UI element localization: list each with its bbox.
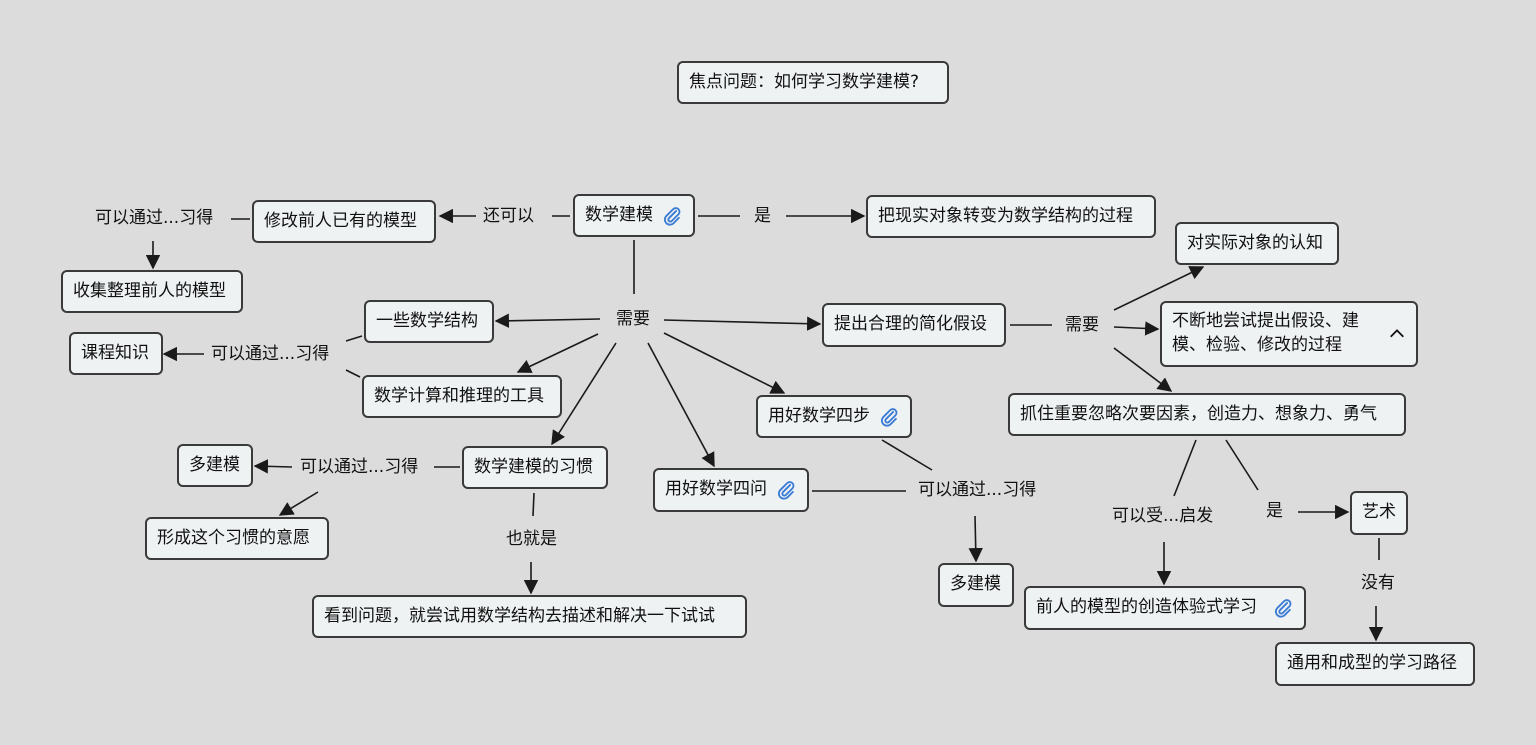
link-needs-calc: [516, 333, 599, 373]
link-habit-thatis: [532, 492, 535, 517]
link-structures-via2: [345, 335, 363, 342]
node-willingness[interactable]: 形成这个习惯的意愿: [145, 517, 329, 560]
node-key-factors[interactable]: 抓住重要忽略次要因素，创造力、想象力、勇气: [1008, 393, 1406, 436]
link-needs2-cognition: [1113, 266, 1205, 311]
label-inspired-by: 可以受...启发: [1112, 506, 1214, 526]
focus-question[interactable]: 焦点问题：如何学习数学建模?: [677, 61, 949, 104]
node-definition-text: 把现实对象转变为数学结构的过程: [878, 205, 1133, 226]
node-more-modeling-1[interactable]: 多建模: [177, 444, 253, 487]
node-collect-models[interactable]: 收集整理前人的模型: [61, 270, 243, 313]
node-no-path[interactable]: 通用和成型的学习路径: [1275, 642, 1475, 686]
node-trying-text: 不断地尝试提出假设、建模、检验、修改的过程: [1172, 311, 1359, 355]
node-assumptions[interactable]: 提出合理的简化假设: [822, 303, 1006, 347]
node-modify-models-text: 修改前人已有的模型: [264, 210, 417, 231]
node-see-problem-text: 看到问题，就尝试用数学结构去描述和解决一下试试: [324, 605, 715, 626]
node-root[interactable]: 数学建模: [573, 194, 695, 237]
chevron-up-icon[interactable]: [1388, 325, 1406, 343]
node-willingness-text: 形成这个习惯的意愿: [157, 527, 310, 548]
node-four-steps[interactable]: 用好数学四步: [756, 395, 912, 438]
node-collect-models-text: 收集整理前人的模型: [73, 280, 226, 301]
link-keyfactors-is2: [1225, 439, 1259, 491]
label-via-2: 可以通过...习得: [211, 344, 330, 364]
link-needs-assumptions: [663, 316, 822, 331]
node-no-path-text: 通用和成型的学习路径: [1287, 653, 1457, 674]
node-creative-learning[interactable]: 前人的模型的创造体验式学习: [1024, 586, 1306, 630]
node-modify-models[interactable]: 修改前人已有的模型: [252, 200, 436, 243]
link-calc-via2: [345, 369, 361, 378]
link-keyfactors-inspired: [1173, 439, 1197, 497]
attachment-icon[interactable]: [775, 479, 797, 501]
link-fours-via4: [881, 439, 933, 471]
attachment-icon[interactable]: [661, 205, 683, 227]
node-course-knowledge[interactable]: 课程知识: [69, 332, 163, 375]
link-via3-more1: [253, 459, 293, 474]
attachment-icon[interactable]: [878, 406, 900, 428]
node-assumptions-text: 提出合理的简化假设: [834, 314, 987, 335]
link-via4-more2: [968, 515, 983, 563]
node-calc-tools[interactable]: 数学计算和推理的工具: [362, 375, 562, 418]
node-structures-text: 一些数学结构: [376, 310, 478, 331]
attachment-icon[interactable]: [1272, 597, 1294, 619]
label-via-1: 可以通过...习得: [95, 208, 214, 228]
node-structures[interactable]: 一些数学结构: [364, 300, 494, 343]
node-habit-text: 数学建模的习惯: [474, 456, 593, 477]
node-calc-tools-text: 数学计算和推理的工具: [374, 385, 544, 406]
node-creative-learning-text: 前人的模型的创造体验式学习: [1036, 597, 1257, 618]
link-needs-fours: [663, 332, 786, 394]
label-can-also: 还可以: [483, 206, 534, 226]
node-art[interactable]: 艺术: [1350, 491, 1408, 535]
node-cognition-text: 对实际对象的认知: [1187, 232, 1323, 253]
node-trying[interactable]: 不断地尝试提出假设、建模、检验、修改的过程: [1160, 301, 1418, 367]
link-via3-willingness: [278, 491, 319, 516]
node-four-questions-text: 用好数学四问: [665, 479, 767, 500]
link-needs-fourq: [647, 342, 715, 468]
link-needs2-keyfactors: [1113, 347, 1173, 392]
node-definition[interactable]: 把现实对象转变为数学结构的过程: [866, 195, 1156, 238]
node-key-factors-text: 抓住重要忽略次要因素，创造力、想象力、勇气: [1020, 403, 1377, 424]
label-is-2: 是: [1266, 501, 1283, 521]
label-that-is: 也就是: [506, 529, 557, 549]
node-cognition[interactable]: 对实际对象的认知: [1175, 222, 1339, 265]
focus-question-text: 焦点问题：如何学习数学建模?: [689, 71, 920, 92]
label-is: 是: [754, 206, 771, 226]
node-four-steps-text: 用好数学四步: [768, 405, 870, 426]
node-see-problem[interactable]: 看到问题，就尝试用数学结构去描述和解决一下试试: [312, 595, 747, 638]
node-more-modeling-2-text: 多建模: [950, 574, 1001, 595]
link-needs-structures: [494, 313, 601, 328]
node-root-text: 数学建模: [585, 204, 653, 225]
link-needs2-trying: [1113, 321, 1160, 336]
label-via-4: 可以通过...习得: [918, 480, 1037, 500]
node-habit[interactable]: 数学建模的习惯: [462, 446, 608, 489]
label-none: 没有: [1361, 573, 1395, 593]
link-needs-habit: [551, 342, 617, 446]
label-needs: 需要: [616, 309, 650, 329]
label-needs-2: 需要: [1065, 315, 1099, 335]
label-via-3: 可以通过...习得: [300, 457, 419, 477]
node-art-text: 艺术: [1362, 502, 1396, 523]
node-more-modeling-2[interactable]: 多建模: [938, 563, 1014, 607]
node-course-knowledge-text: 课程知识: [81, 342, 149, 363]
node-four-questions[interactable]: 用好数学四问: [653, 468, 809, 512]
node-more-modeling-1-text: 多建模: [189, 454, 240, 475]
